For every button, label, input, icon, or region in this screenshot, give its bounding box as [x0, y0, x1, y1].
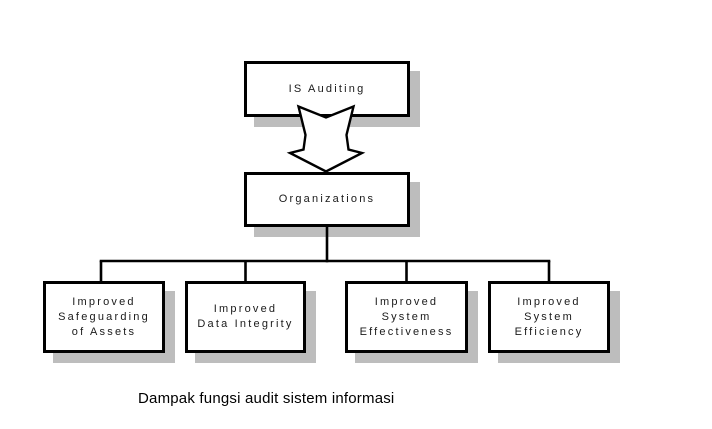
leaf-label-line: Effectiveness: [359, 325, 454, 338]
node-improved-safeguarding: Improved Safeguarding of Assets: [43, 281, 165, 353]
leaf-label-line: Efficiency: [514, 325, 584, 338]
node-organizations-label: Organizations: [278, 193, 376, 205]
node-improved-system-effectiveness: Improved System Effectiveness: [345, 281, 468, 353]
leaf-label-line: Improved: [213, 303, 278, 315]
leaf-label-line: Improved: [374, 295, 439, 308]
leaf-label-line: System: [381, 310, 432, 323]
node-is-auditing: IS Auditing: [244, 61, 410, 117]
leaf-label-line: Data Integrity: [197, 318, 294, 330]
diagram-caption: Dampak fungsi audit sistem informasi: [138, 390, 395, 407]
leaf-label-line: Improved: [72, 295, 136, 308]
connector-lines: [99, 227, 551, 283]
node-improved-system-efficiency: Improved System Efficiency: [488, 281, 610, 353]
leaf-label-line: Improved: [517, 295, 581, 308]
node-improved-data-integrity: Improved Data Integrity: [185, 281, 306, 353]
node-is-auditing-label: IS Auditing: [288, 82, 366, 95]
leaf-label-line: Safeguarding: [58, 310, 150, 323]
node-organizations: Organizations: [244, 172, 410, 227]
leaf-label-line: System: [524, 310, 574, 323]
leaf-label-line: of Assets: [71, 325, 137, 338]
